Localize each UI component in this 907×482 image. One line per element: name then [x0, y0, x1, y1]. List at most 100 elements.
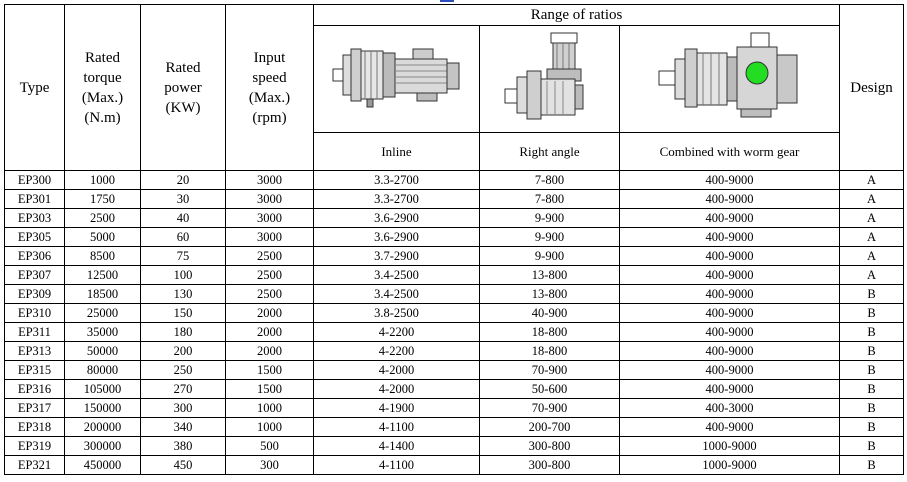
type-cell: EP309	[4, 284, 65, 304]
header-line: (Max.)	[81, 89, 124, 106]
torque-cell: 5000	[64, 227, 141, 247]
type-cell: EP311	[4, 322, 65, 342]
inline-ratio-cell: 3.4-2500	[313, 265, 480, 285]
design-cell: A	[839, 189, 905, 209]
inline-ratio-cell: 4-2000	[313, 379, 480, 399]
inline-image-cell	[313, 25, 480, 133]
design-cell: B	[839, 322, 905, 342]
type-cell: EP319	[4, 436, 65, 456]
inline-ratio-cell: 3.6-2900	[313, 227, 480, 247]
right-angle-ratio-cell: 40-900	[479, 303, 620, 323]
right-angle-image-cell	[479, 25, 620, 133]
torque-cell: 105000	[64, 379, 141, 399]
power-cell: 100	[140, 265, 226, 285]
inline-ratio-cell: 4-2200	[313, 341, 480, 361]
right-angle-ratio-cell: 18-800	[479, 341, 620, 361]
header-line: speed	[252, 69, 287, 86]
design-cell: B	[839, 398, 905, 418]
worm-gear-ratio-cell: 400-9000	[618, 417, 841, 437]
header-line: (N.m)	[84, 109, 121, 126]
power-cell: 250	[140, 360, 226, 380]
right-angle-ratio-cell: 9-900	[479, 246, 620, 266]
right-angle-ratio-cell: 9-900	[479, 227, 620, 247]
torque-cell: 1750	[64, 189, 141, 209]
power-cell: 20	[140, 170, 226, 190]
type-cell: EP301	[4, 189, 65, 209]
inline-ratio-cell: 4-1400	[313, 436, 480, 456]
torque-cell: 1000	[64, 170, 141, 190]
power-cell: 300	[140, 398, 226, 418]
inline-ratio-cell: 4-2000	[313, 360, 480, 380]
type-cell: EP306	[4, 246, 65, 266]
speed-cell: 3000	[225, 189, 314, 209]
header-line: Rated	[165, 59, 201, 76]
torque-cell: 2500	[64, 208, 141, 228]
type-cell: EP305	[4, 227, 65, 247]
torque-cell: 200000	[64, 417, 141, 437]
torque-cell: 80000	[64, 360, 141, 380]
worm-gear-ratio-cell: 400-9000	[618, 379, 841, 399]
speed-cell: 2000	[225, 303, 314, 323]
right-angle-gear-motor-icon	[504, 32, 583, 120]
design-cell: A	[839, 265, 905, 285]
torque-cell: 50000	[64, 341, 141, 361]
inline-ratio-cell: 3.8-2500	[313, 303, 480, 323]
speed-cell: 1000	[225, 398, 314, 418]
worm-gear-ratio-cell: 1000-9000	[618, 436, 841, 456]
power-cell: 40	[140, 208, 226, 228]
torque-cell: 300000	[64, 436, 141, 456]
right-angle-ratio-cell: 200-700	[479, 417, 620, 437]
header-type: Type	[4, 4, 65, 171]
speed-cell: 2000	[225, 341, 314, 361]
type-cell: EP310	[4, 303, 65, 323]
worm-gear-motor-icon	[658, 32, 797, 118]
speed-cell: 1500	[225, 379, 314, 399]
right-angle-ratio-cell: 70-900	[479, 360, 620, 380]
speed-cell: 1500	[225, 360, 314, 380]
torque-cell: 150000	[64, 398, 141, 418]
header-right-angle: Right angle	[479, 132, 620, 171]
type-cell: EP300	[4, 170, 65, 190]
worm-gear-ratio-cell: 400-9000	[618, 284, 841, 304]
worm-gear-ratio-cell: 400-3000	[618, 398, 841, 418]
speed-cell: 300	[225, 455, 314, 475]
header-worm-gear: Combined with worm gear	[618, 132, 841, 171]
header-line: (rpm)	[252, 109, 287, 126]
power-cell: 450	[140, 455, 226, 475]
design-cell: B	[839, 379, 905, 399]
header-line: power	[164, 79, 202, 96]
inline-ratio-cell: 4-2200	[313, 322, 480, 342]
worm-gear-ratio-cell: 400-9000	[618, 208, 841, 228]
design-cell: A	[839, 227, 905, 247]
speed-cell: 2000	[225, 322, 314, 342]
type-cell: EP313	[4, 341, 65, 361]
speed-cell: 2500	[225, 246, 314, 266]
design-cell: B	[839, 455, 905, 475]
speed-cell: 3000	[225, 170, 314, 190]
worm-gear-ratio-cell: 400-9000	[618, 265, 841, 285]
worm-gear-ratio-cell: 1000-9000	[618, 455, 841, 475]
speed-cell: 500	[225, 436, 314, 456]
header-design: Design	[839, 4, 905, 171]
right-angle-ratio-cell: 18-800	[479, 322, 620, 342]
power-cell: 60	[140, 227, 226, 247]
header-rated-power: Rated power (KW)	[140, 4, 226, 171]
power-cell: 75	[140, 246, 226, 266]
inline-ratio-cell: 4-1900	[313, 398, 480, 418]
right-angle-ratio-cell: 70-900	[479, 398, 620, 418]
header-range-of-ratios: Range of ratios	[312, 4, 841, 26]
header-input-speed: Input speed (Max.) (rpm)	[225, 4, 314, 171]
design-cell: A	[839, 246, 905, 266]
torque-cell: 8500	[64, 246, 141, 266]
design-cell: B	[839, 417, 905, 437]
